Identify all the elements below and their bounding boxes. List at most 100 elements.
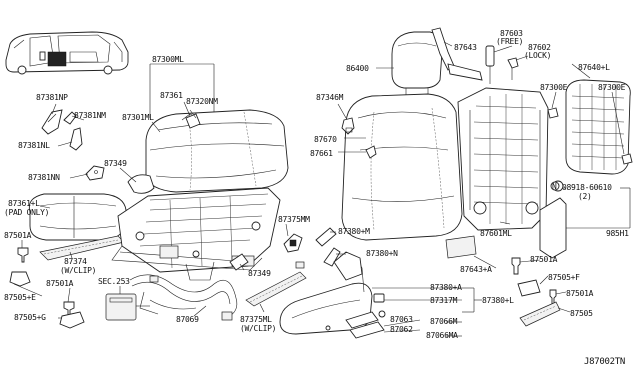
label-87062: 87062 (390, 325, 413, 334)
clip-87505G (59, 311, 85, 329)
label-87361L: 87361+L (8, 199, 40, 208)
label-87346M: 87346M (316, 93, 344, 102)
bracket-87375MM (283, 233, 303, 253)
part-87380M (315, 227, 337, 247)
label-87505F: 87505+F (548, 273, 580, 282)
back-panel (565, 79, 631, 175)
label-87640L: 87640+L (578, 63, 610, 72)
seat-location-marker (47, 51, 67, 67)
label-87380A: 87380+A (430, 283, 462, 292)
label-87300E-2: 87300E (598, 83, 626, 92)
label-87374: 87374 (64, 257, 87, 266)
diagram-id: J87002TN (584, 357, 625, 367)
label-87501A-r1: 87501A (530, 255, 558, 264)
part-87381NL (69, 127, 83, 151)
label-87501A-left: 87501A (4, 231, 32, 240)
label-87661: 87661 (310, 149, 333, 158)
knob-87063 (345, 311, 379, 329)
label-87501A-mid: 87501A (46, 279, 74, 288)
trim-985H1 (539, 197, 567, 259)
callout-circle-N (550, 181, 560, 191)
clip-87505E (9, 271, 31, 287)
label-985H1: 985H1 (606, 229, 629, 238)
label-87066MA: 87066MA (426, 331, 458, 340)
label-87300E-1: 87300E (540, 83, 568, 92)
recliner-lever-parts (431, 27, 519, 84)
label-87374-note: (W/CLIP) (60, 266, 96, 275)
label-87603-note: (FREE) (496, 37, 523, 46)
clips-87300E (547, 107, 633, 165)
sec253-module (105, 293, 150, 321)
clips-seatback (341, 117, 377, 159)
vehicle-thumbnail (5, 31, 129, 75)
part-87380N (323, 247, 341, 267)
label-87670: 87670 (314, 135, 337, 144)
label-87301ML: 87301ML (122, 113, 154, 122)
knob-87349-lower (229, 253, 249, 271)
clip-87501A-r2 (549, 289, 557, 305)
label-87300ML: 87300ML (152, 55, 184, 64)
leader-lines (13, 41, 631, 337)
clip-87346M (341, 117, 355, 135)
cover-87505F (517, 279, 541, 297)
label-87505E: 87505+E (4, 293, 36, 302)
switch-parts (295, 227, 341, 269)
clip-87661 (365, 145, 377, 159)
seat-back-frame (457, 87, 549, 231)
label-87381NL: 87381NL (18, 141, 50, 150)
part-87381NP (41, 109, 63, 135)
label-87381NN: 87381NN (28, 173, 60, 182)
label-86400: 86400 (346, 64, 369, 73)
label-87643A: 87643+A (460, 265, 492, 274)
part-87602 (507, 57, 519, 69)
seat-back-trim (341, 93, 463, 241)
label-87602: 87602 (528, 43, 551, 52)
label-87349-upper: 87349 (104, 159, 127, 168)
label-87069: 87069 (176, 315, 199, 324)
cushion-frame (111, 187, 281, 281)
part-labels: 87300ML 87361 87320NM 87301ML 87381NP 87… (4, 29, 629, 367)
part-87381NM (63, 111, 77, 125)
callout-letter-N: N (552, 182, 557, 191)
clips-left (9, 247, 85, 329)
lower-trim-parts (229, 253, 307, 307)
label-08918: 08918-60610 (562, 183, 612, 192)
part-87603 (485, 45, 495, 67)
knobs-lower (345, 293, 386, 339)
label-87601ML: 87601ML (480, 229, 512, 238)
label-87063: 87063 (390, 315, 413, 324)
knob-87062 (349, 321, 385, 339)
seat-cushion-assembly (145, 109, 289, 193)
label-87380M: 87380+M (338, 227, 370, 236)
knob-87349-upper (127, 174, 155, 194)
cover-87643A (445, 235, 477, 259)
label-87361L-note: (PAD ONLY) (4, 208, 49, 217)
headrest (391, 31, 443, 108)
clip-87361 (185, 113, 201, 129)
label-sec253: SEC.253 (98, 277, 130, 286)
clip-87501A-left (17, 247, 29, 263)
label-87317M: 87317M (430, 296, 458, 305)
label-87643: 87643 (454, 43, 477, 52)
label-87501A-r2: 87501A (566, 289, 594, 298)
label-87380L: 87380+L (482, 296, 514, 305)
cushion-pad (28, 193, 127, 241)
label-87361: 87361 (160, 91, 183, 100)
label-87381NP: 87381NP (36, 93, 68, 102)
label-87603: 87603 (500, 29, 523, 38)
knob-87317M (373, 293, 385, 303)
label-87380N: 87380+N (366, 249, 398, 258)
label-87349-lower: 87349 (248, 269, 271, 278)
label-87320NM: 87320NM (186, 97, 218, 106)
label-87375ML: 87375ML (240, 315, 272, 324)
clips-right-lower (511, 257, 561, 327)
clip-87501A-r1 (511, 257, 521, 275)
label-87602-note: (LOCK) (524, 51, 551, 60)
label-87375MM: 87375MM (278, 215, 310, 224)
wire-harness-87069 (129, 274, 238, 321)
label-87505: 87505 (570, 309, 593, 318)
label-87066M: 87066M (430, 317, 458, 326)
label-08918-qty: (2) (578, 192, 592, 201)
label-87375ML-note: (W/CLIP) (240, 324, 276, 333)
